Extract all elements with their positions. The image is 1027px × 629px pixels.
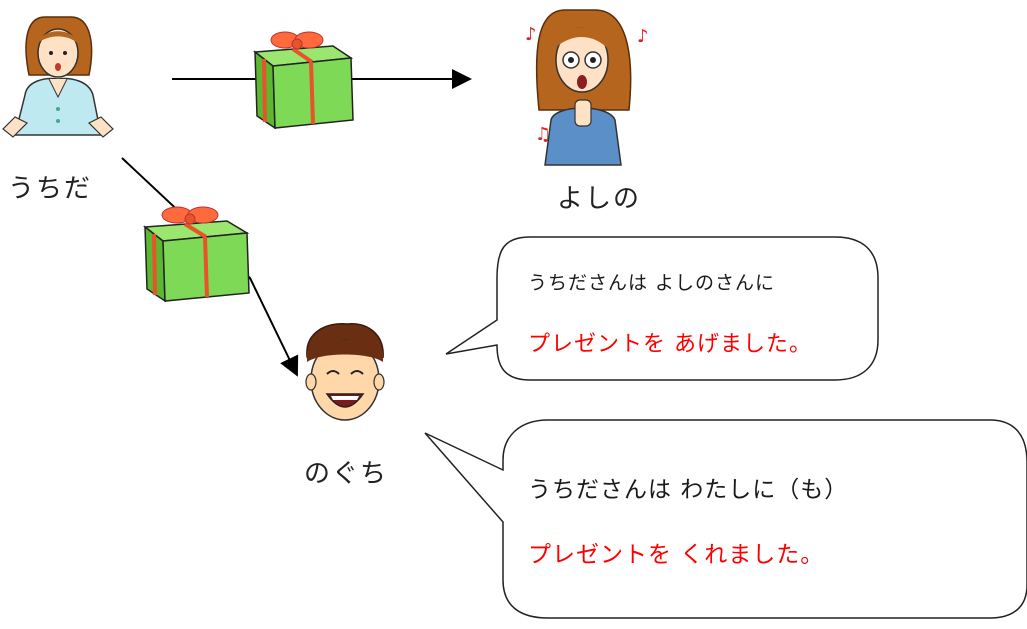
gift-box-icon	[253, 31, 354, 130]
yoshino-figure-icon: ♪ ♪ ♫	[525, 9, 649, 166]
svg-text:♪: ♪	[525, 24, 537, 45]
bottom-bubble-line2: プレゼントを くれました。	[528, 542, 825, 568]
speech-bubble-bottom	[424, 419, 1027, 619]
yoshino-name-label: よしの	[557, 184, 642, 214]
uchida-figure-icon	[2, 16, 114, 138]
noguchi-face-icon	[305, 323, 385, 421]
noguchi-name-label: のぐち	[304, 459, 389, 489]
uchida-name-label: うちだ	[8, 174, 93, 204]
gift-box-icon	[142, 206, 250, 303]
top-bubble-line1: うちださんは よしのさんに	[528, 272, 776, 294]
bottom-bubble-line1: うちださんは わたしに（も）	[528, 477, 849, 503]
speech-bubble-top	[445, 236, 879, 381]
arrow-to-noguchi	[121, 157, 299, 377]
svg-text:♫: ♫	[535, 124, 551, 145]
top-bubble-line2: プレゼントを あげました。	[528, 332, 812, 357]
svg-text:♪: ♪	[637, 26, 649, 47]
